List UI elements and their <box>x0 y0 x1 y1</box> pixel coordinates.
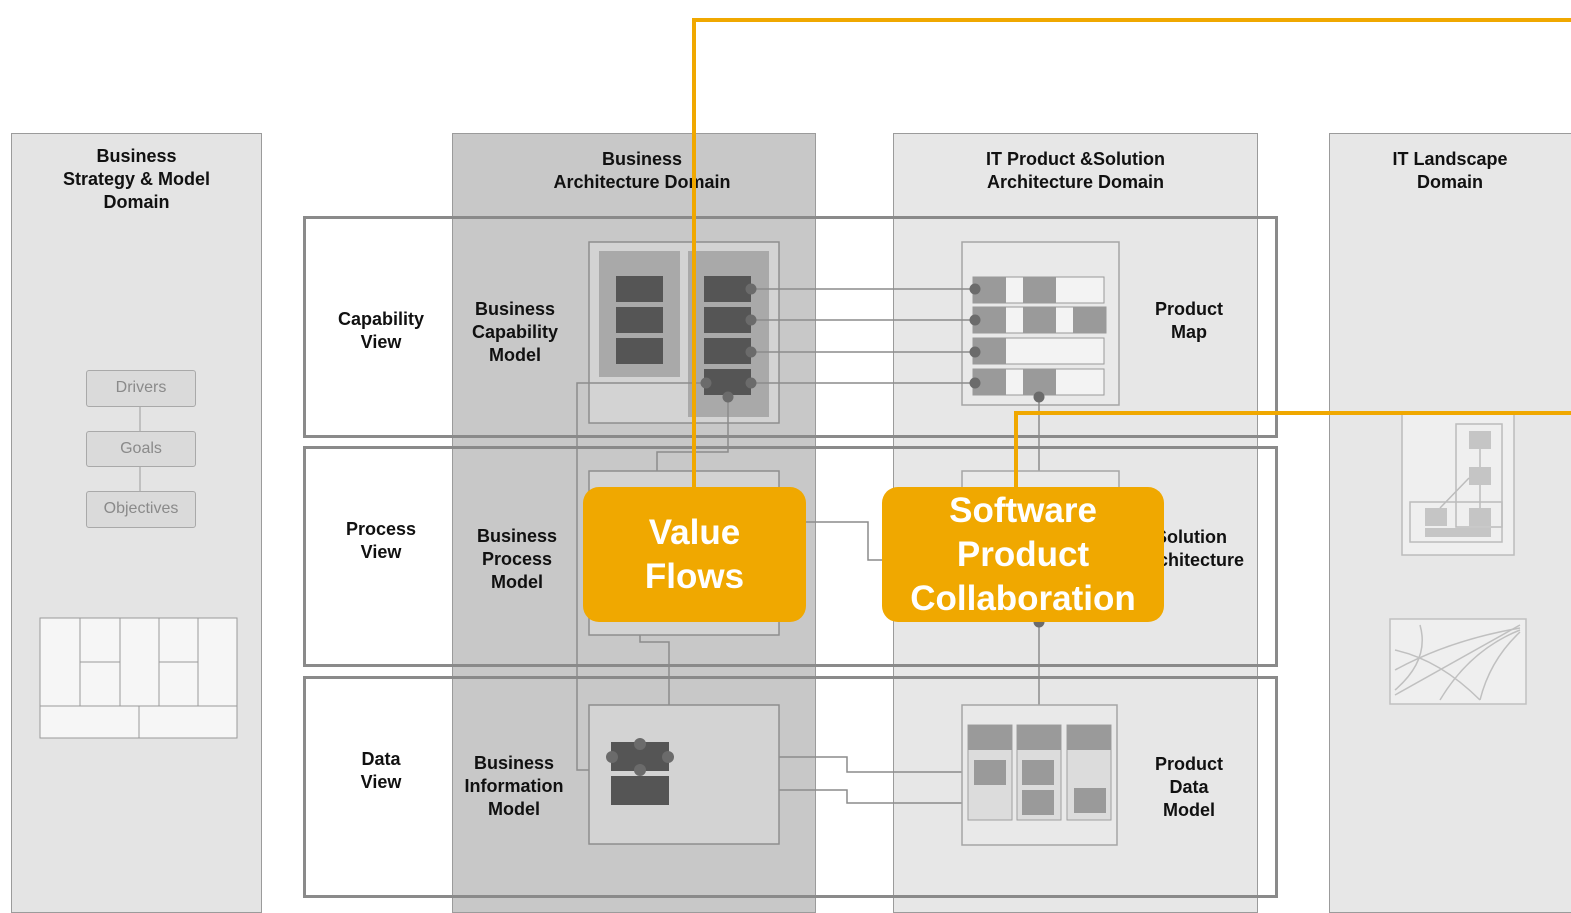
process-view-label: Process View <box>345 519 417 562</box>
business-model-canvas-thumbnail <box>39 617 238 739</box>
product-map-label: Product Map <box>1154 299 1223 342</box>
business-information-model-graphic <box>588 704 780 845</box>
data-view-label: Data View <box>360 749 402 792</box>
value-flows-callout: Value Flows <box>583 487 806 622</box>
data-view-row <box>303 676 1278 898</box>
product-data-model-label: Product Data Model <box>1154 754 1223 820</box>
capability-view-label: Capability View <box>337 309 425 352</box>
drivers-pill: Drivers <box>86 370 196 407</box>
solution-architecture-label: Solution Architecture <box>1137 527 1245 570</box>
software-product-collaboration-callout: Software Product Collaboration <box>882 487 1164 622</box>
goals-pill: Goals <box>86 431 196 467</box>
product-data-model-graphic <box>961 704 1118 846</box>
it-landscape-map-graphic <box>1389 618 1527 705</box>
strategy-domain-title: Business Strategy & Model Domain <box>62 146 211 212</box>
business-information-model-label: Business Information Model <box>464 753 564 819</box>
objectives-pill: Objectives <box>86 491 196 528</box>
it-landscape-system-diagram <box>1401 411 1515 556</box>
business-process-model-label: Business Process Model <box>476 526 558 592</box>
business-capability-model-label: Business Capability Model <box>471 299 559 365</box>
